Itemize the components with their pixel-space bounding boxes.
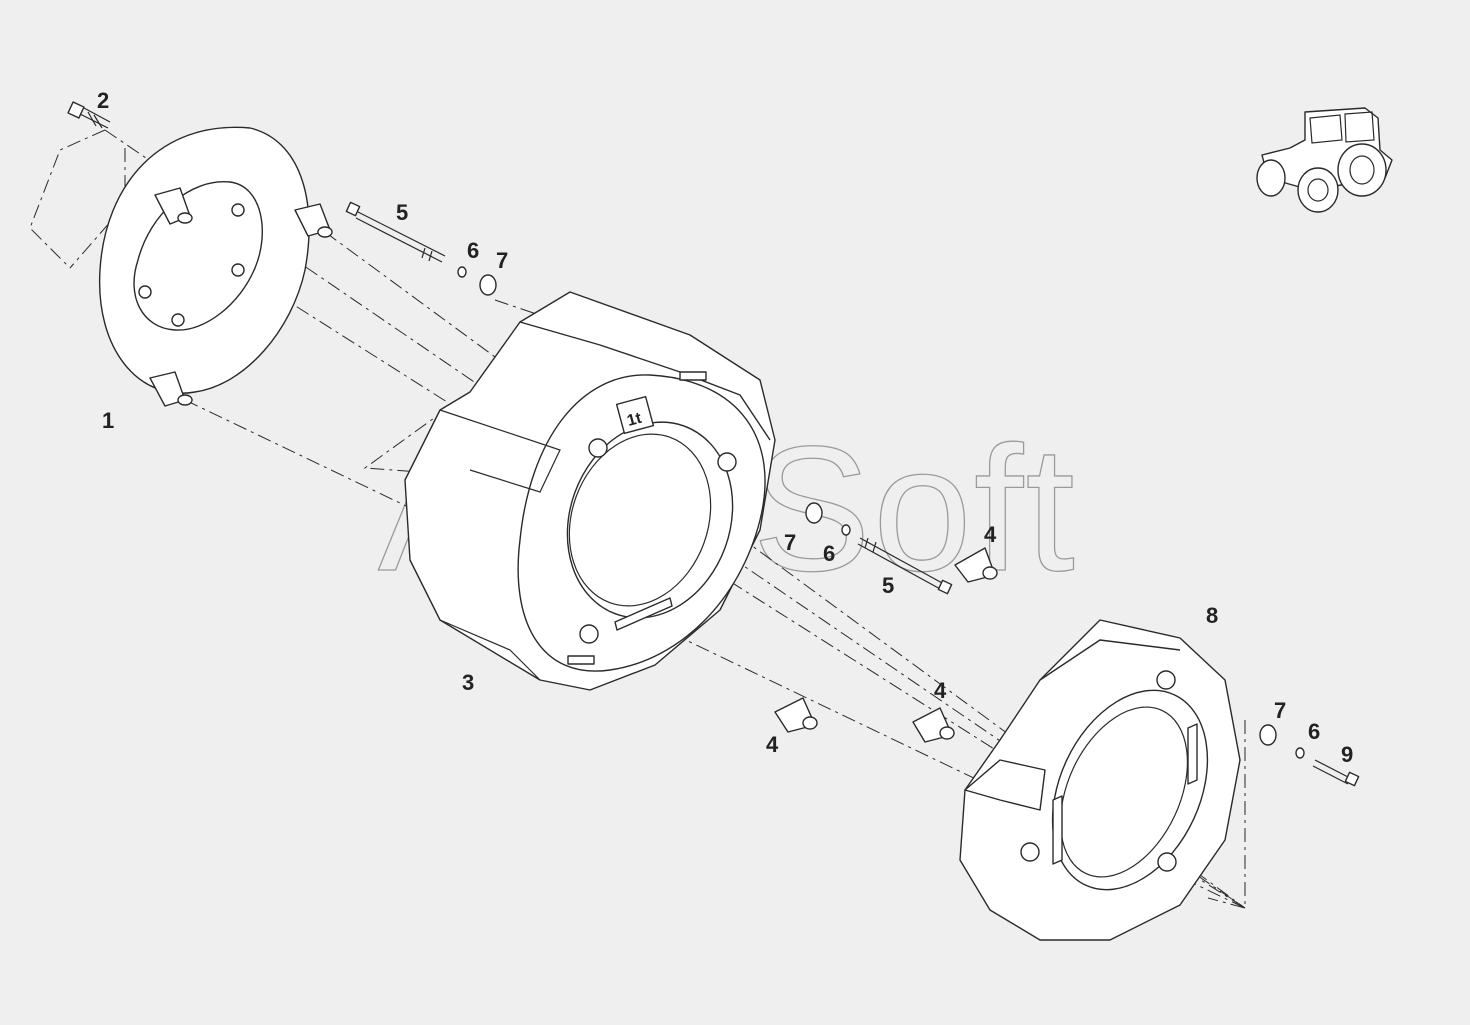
lock-washer-middle xyxy=(841,524,851,536)
centering-cone-left xyxy=(774,697,818,733)
callout-7-upper: 7 xyxy=(496,248,508,273)
adapter-plate xyxy=(98,126,333,407)
callout-4-right: 4 xyxy=(934,678,947,703)
centering-cone-upper xyxy=(954,547,998,583)
weight-mark: 1t xyxy=(625,410,644,430)
callout-7-right: 7 xyxy=(1274,698,1286,723)
callout-5-lower: 5 xyxy=(882,573,894,598)
lock-washer-right xyxy=(1295,747,1305,759)
callout-9: 9 xyxy=(1341,742,1353,767)
tractor-icon xyxy=(1256,107,1393,213)
callout-6-middle: 6 xyxy=(823,541,835,566)
wheel-weight-small xyxy=(959,619,1241,941)
long-bolt-upper xyxy=(345,201,446,263)
long-bolt-lower xyxy=(857,537,953,595)
callout-labels: 1 2 3 4 4 4 5 5 6 6 6 7 7 7 8 9 xyxy=(97,88,1353,767)
flat-washer-middle xyxy=(805,502,823,524)
bolt-short xyxy=(1312,759,1360,787)
callout-6-right: 6 xyxy=(1308,719,1320,744)
flat-washer-upper xyxy=(479,274,497,296)
callout-4-upper: 4 xyxy=(984,522,997,547)
flat-washer-right xyxy=(1259,724,1277,746)
wheel-weight-large: 1t xyxy=(404,291,776,691)
callout-1: 1 xyxy=(102,408,114,433)
callout-4-left: 4 xyxy=(766,732,779,757)
callout-5-upper: 5 xyxy=(396,200,408,225)
callout-8: 8 xyxy=(1206,603,1218,628)
centering-cone-right xyxy=(912,707,955,743)
lock-washer-upper xyxy=(457,266,467,278)
callout-6-upper: 6 xyxy=(467,238,479,263)
callout-3: 3 xyxy=(462,670,474,695)
bolt-small xyxy=(67,101,111,129)
callout-7-middle: 7 xyxy=(784,530,796,555)
callout-2: 2 xyxy=(97,88,109,113)
